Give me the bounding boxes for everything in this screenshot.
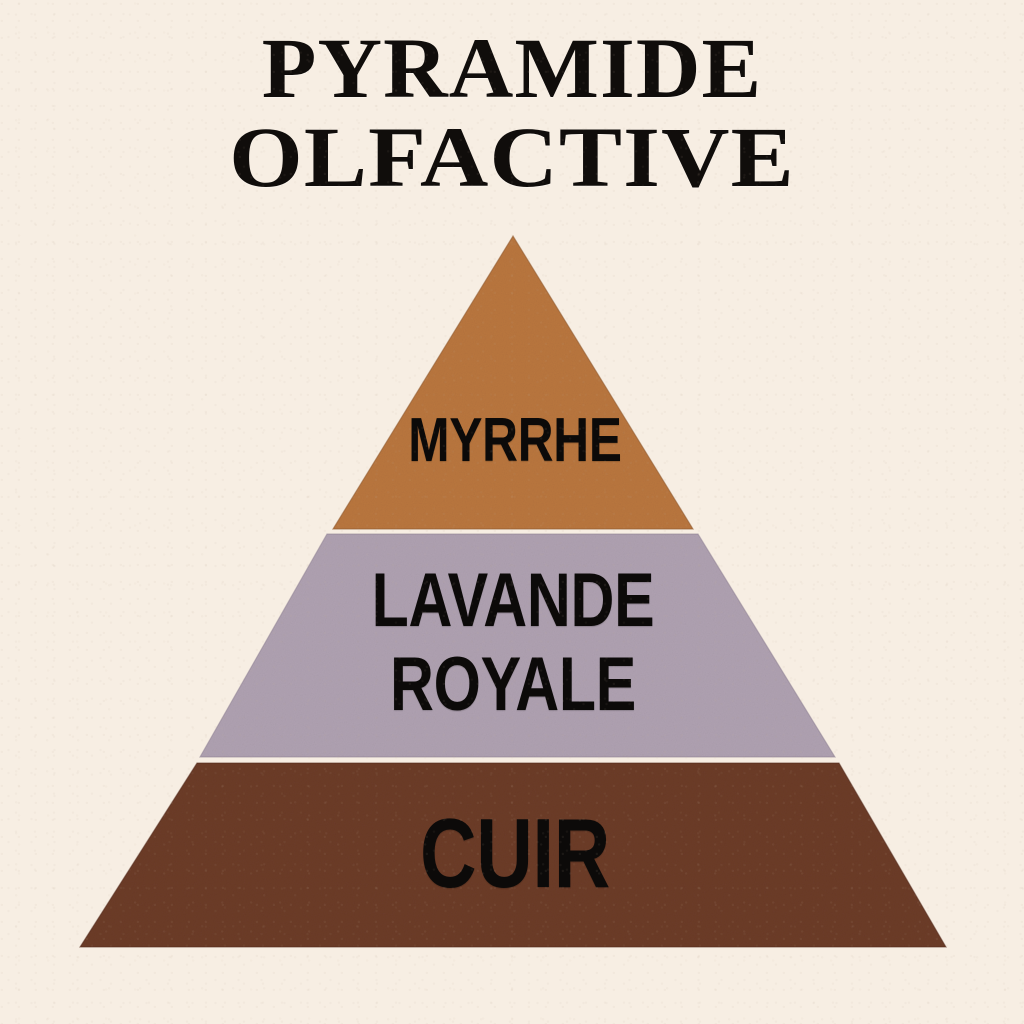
title-line-2: OLFACTIVE [229, 109, 795, 206]
tier-label-top: MYRRHE [355, 406, 675, 475]
tier-label-bottom-line-1: CUIR [419, 798, 611, 908]
tier-label-middle-line-1: LAVANDE [371, 558, 655, 643]
tier-label-middle: LAVANDE ROYALE [313, 558, 713, 727]
title-line-1: PYRAMIDE [261, 20, 763, 116]
tier-label-top-line-1: MYRRHE [408, 406, 622, 475]
tier-label-bottom: CUIR [355, 798, 675, 908]
pyramid-tier-top [331, 234, 695, 530]
page-title: PYRAMIDE OLFACTIVE [0, 20, 1024, 206]
tier-label-middle-line-2: ROYALE [390, 641, 636, 727]
pyramid-tier-bottom [78, 762, 948, 948]
pyramid-tier-middle [198, 533, 837, 758]
